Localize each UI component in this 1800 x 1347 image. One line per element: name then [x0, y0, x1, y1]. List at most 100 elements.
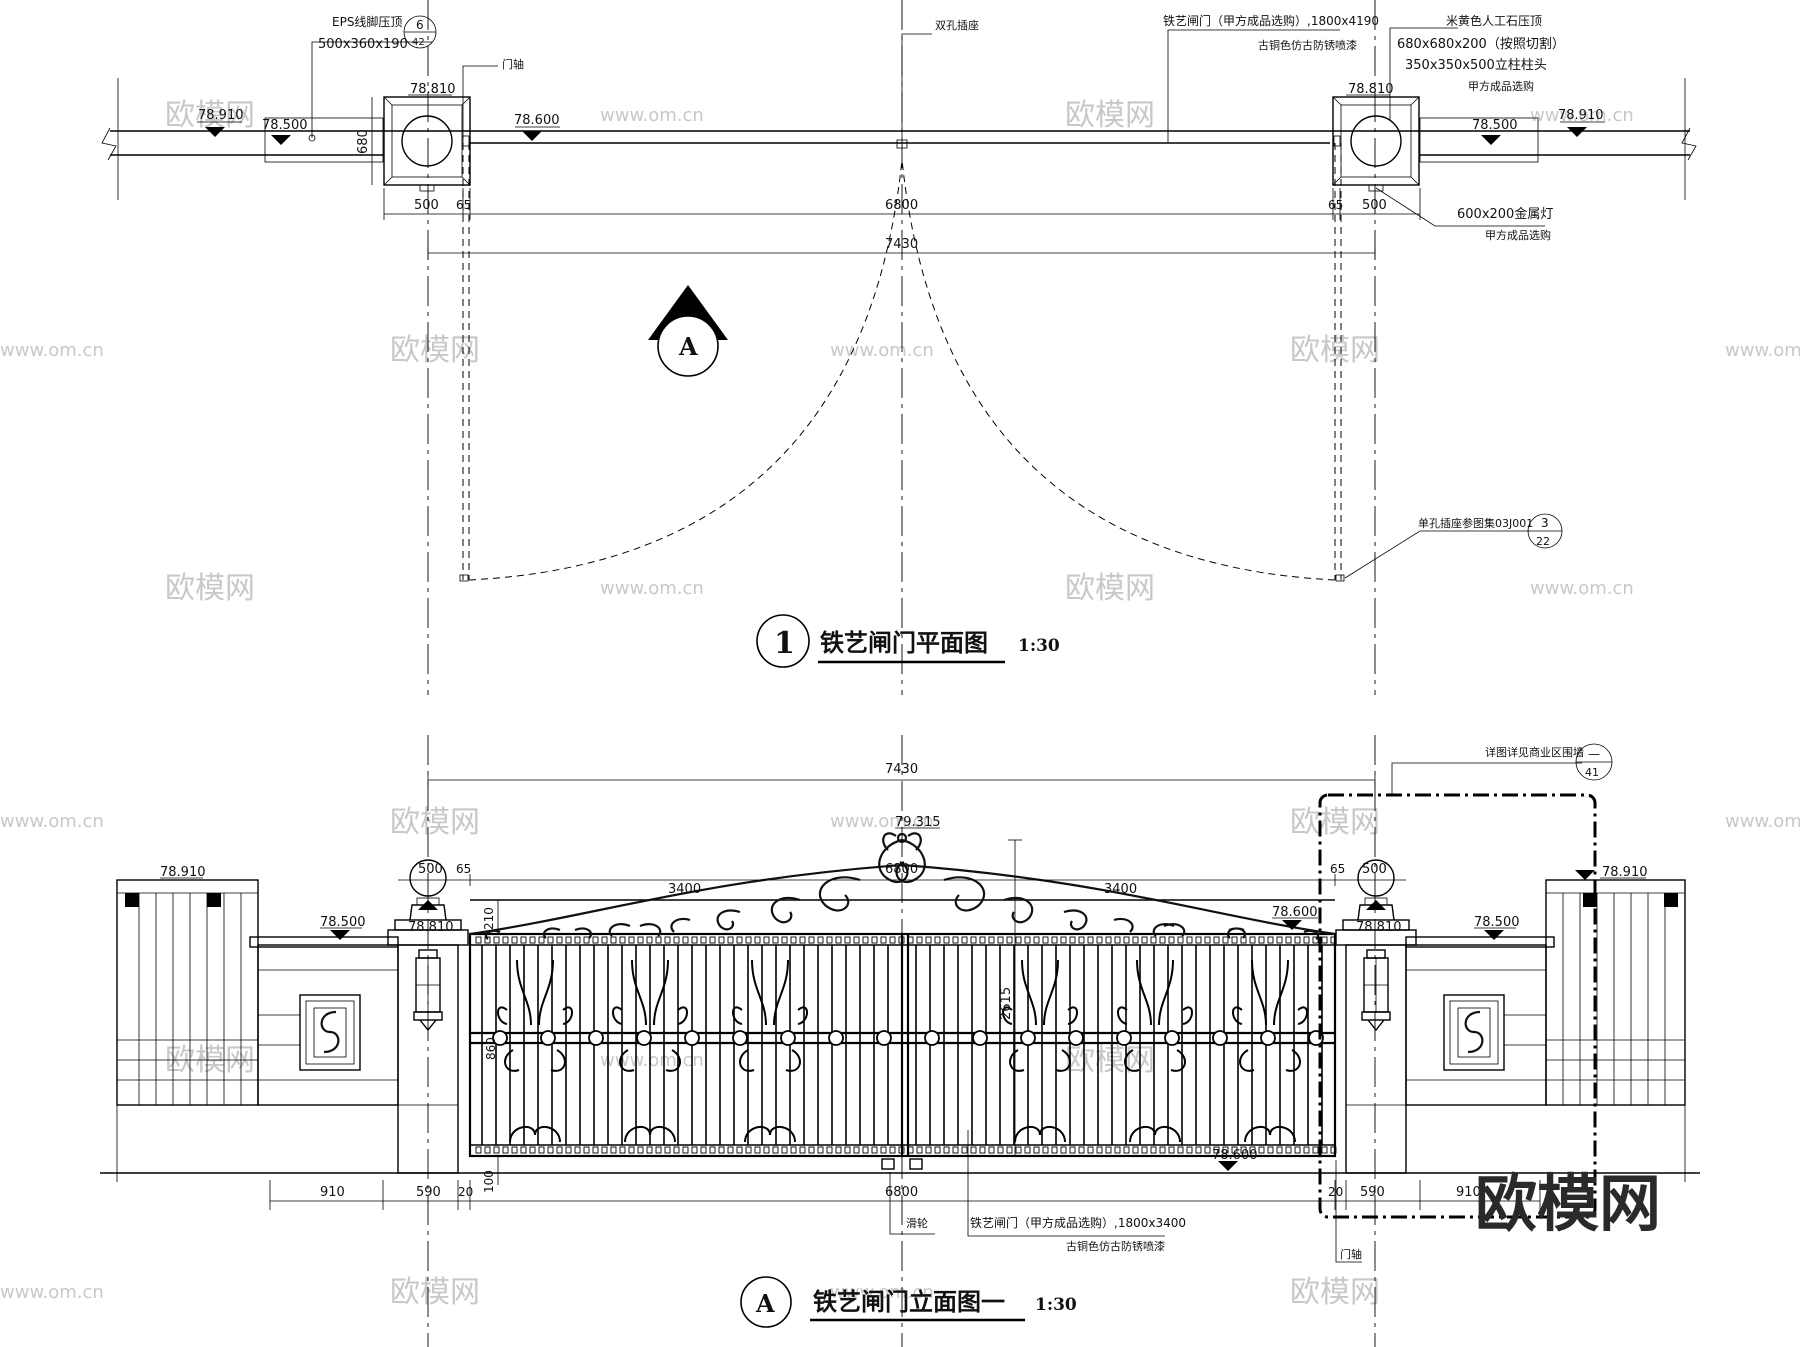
plan-number: 1: [774, 626, 795, 661]
gate-scroll: [739, 1049, 801, 1072]
section-marker-label: A: [678, 332, 698, 361]
gate-rivet: [898, 1146, 905, 1154]
gate-rivet: [871, 936, 878, 944]
gate-scroll: [744, 1126, 796, 1143]
watermark-logo: 欧模网: [1065, 571, 1155, 606]
gate-scroll: [624, 1126, 676, 1143]
gate-ring: [828, 1030, 844, 1046]
gate-rivet: [1168, 936, 1175, 944]
gate-rivet: [1303, 1146, 1310, 1154]
gate-scroll: [1009, 1049, 1071, 1072]
single-ref-top: 3: [1541, 516, 1549, 530]
watermark-url: www.om.cn: [830, 1282, 934, 1303]
gate-scroll: [1124, 1049, 1186, 1072]
gate-ring: [924, 1030, 940, 1046]
gate-rivet: [682, 1146, 689, 1154]
gate-rivet: [889, 936, 896, 944]
gate-rivet: [853, 1146, 860, 1154]
gate-rivet: [529, 1146, 536, 1154]
gate-rivet: [1186, 936, 1193, 944]
gate-rivet: [736, 936, 743, 944]
gate-rivet: [961, 936, 968, 944]
gate-ring: [1068, 1030, 1084, 1046]
gate-rivet: [619, 1146, 626, 1154]
plan-scale: 1:30: [1018, 636, 1060, 656]
watermark-url: www.om.cn: [1530, 105, 1634, 126]
watermark-logo: 欧模网: [390, 333, 480, 368]
gate-rivet: [493, 936, 500, 944]
gate-scroll: [631, 959, 669, 1026]
gate-rivet: [1321, 936, 1328, 944]
watermark-url: www.om.cn: [0, 340, 104, 361]
gate-rivet: [1087, 936, 1094, 944]
gate-rivet: [835, 936, 842, 944]
iron-gate: [468, 832, 1337, 1170]
gate-rivet: [799, 1146, 806, 1154]
gate-rivet: [934, 936, 941, 944]
gate-rivet: [502, 1146, 509, 1154]
gate-rivet: [493, 1146, 500, 1154]
gate-rivet: [1330, 1146, 1337, 1154]
gate-rivet: [907, 1146, 914, 1154]
gate-rivet: [790, 1146, 797, 1154]
elev-dim-gap-left: 20: [458, 1185, 473, 1199]
gate-rivet: [979, 936, 986, 944]
gate-ring: [684, 1030, 700, 1046]
gate-rivet: [673, 936, 680, 944]
gate-rivet: [637, 936, 644, 944]
note-cap-line3: 350x350x500立柱柱头: [1405, 58, 1547, 73]
gate-rivet: [691, 1146, 698, 1154]
gate-rivet: [727, 1146, 734, 1154]
gate-rivet: [547, 936, 554, 944]
gate-rivet: [970, 1146, 977, 1154]
gate-rivet: [475, 1146, 482, 1154]
level-right-inner: 78.500: [1472, 118, 1518, 133]
gate-rivet: [574, 936, 581, 944]
gate-rivet: [916, 1146, 923, 1154]
elev-note-hinge: 门轴: [1340, 1247, 1362, 1261]
gate-rivet: [997, 1146, 1004, 1154]
note-single-socket: 单孔插座参图集03J001: [1418, 516, 1533, 530]
watermark-url: www.om.cn: [830, 340, 934, 361]
elev-level-left-pillar: 78.810: [408, 920, 454, 935]
gate-scroll: [504, 1049, 566, 1072]
right-lattice-wall: [1545, 879, 1686, 1106]
gate-rivet: [727, 936, 734, 944]
gate-scroll: [1136, 959, 1174, 1026]
gate-rivet: [979, 1146, 986, 1154]
gate-rivet: [628, 936, 635, 944]
gate-rivet: [583, 936, 590, 944]
gate-rivet: [475, 936, 482, 944]
left-low-wall: [249, 936, 399, 1106]
right-low-wall: [1405, 936, 1555, 1106]
gate-rivet: [592, 936, 599, 944]
elev-title-block: A 铁艺闸门立面图一 1:30: [740, 1276, 1077, 1328]
level-left-pillar: 78.810: [410, 82, 456, 97]
gate-rivet: [1123, 1146, 1130, 1154]
gate-rivet: [655, 936, 662, 944]
gate-scroll: [751, 959, 789, 1026]
gate-rivet: [628, 1146, 635, 1154]
gate-rivet: [1006, 1146, 1013, 1154]
gate-rivet: [1042, 1146, 1049, 1154]
elev-dim-crest: 210: [482, 907, 496, 930]
gate-rivet: [907, 936, 914, 944]
dim-gap-right: 65: [1328, 198, 1343, 212]
dim-depth: 680: [356, 129, 371, 154]
gate-rivet: [1078, 1146, 1085, 1154]
gate-rivet: [817, 1146, 824, 1154]
detail-ref-box: [1318, 793, 1597, 1219]
gate-rivet: [754, 1146, 761, 1154]
note-cap-line1: 米黄色人工石压顶: [1446, 14, 1542, 28]
gate-rivet: [1195, 1146, 1202, 1154]
elev-note-gate-line2: 古铜色仿古防锈喷漆: [1066, 1239, 1165, 1253]
gate-rivet: [1240, 1146, 1247, 1154]
gate-scroll: [619, 1049, 681, 1072]
gate-rivet: [1132, 936, 1139, 944]
note-gate-line1: 铁艺闸门（甲方成品选购）,1800x4190: [1163, 13, 1379, 28]
note-cap-line2: 680x680x200（按照切割）: [1397, 36, 1565, 52]
gate-rivet: [718, 936, 725, 944]
gate-rivet: [565, 936, 572, 944]
gate-rivet: [925, 1146, 932, 1154]
